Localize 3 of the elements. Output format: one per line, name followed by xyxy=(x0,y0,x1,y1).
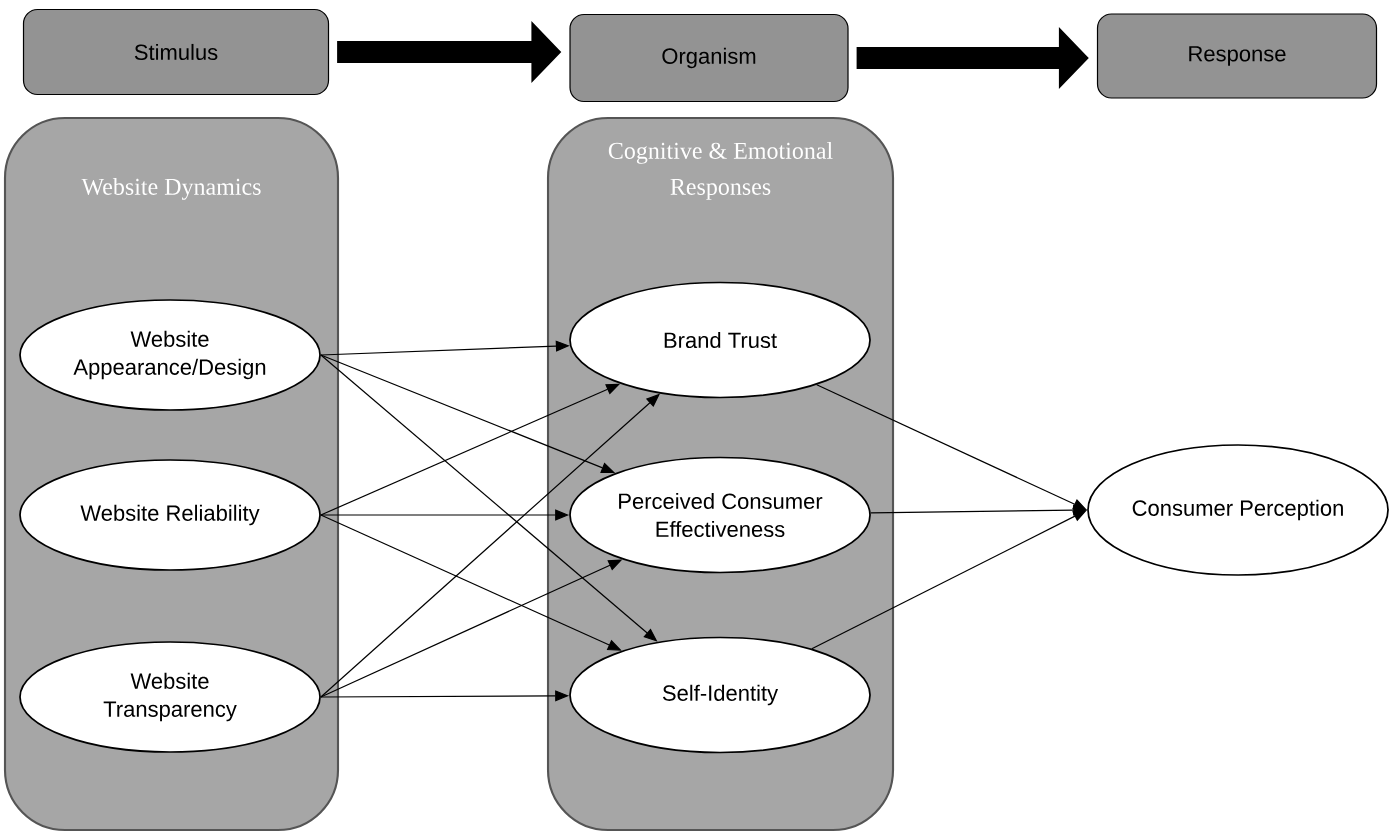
stage-box: Organism xyxy=(569,13,849,103)
stage-box: Response xyxy=(1096,13,1378,99)
stage-box: Stimulus xyxy=(22,8,330,96)
